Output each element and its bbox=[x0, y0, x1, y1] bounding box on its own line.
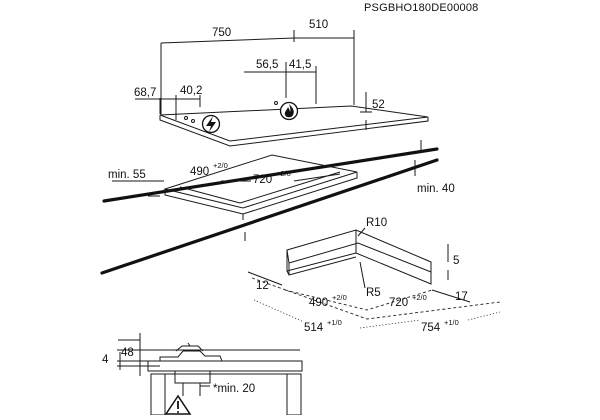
dim-cutout-490: 490 bbox=[190, 166, 209, 178]
dim-12: 12 bbox=[256, 280, 269, 292]
worktop-section bbox=[147, 360, 303, 372]
electric-lightning-icon bbox=[201, 114, 221, 134]
dim-56-5: 56,5 bbox=[256, 59, 278, 71]
dim-cutout-720: 720 bbox=[253, 174, 272, 186]
dim-r10: R10 bbox=[366, 217, 387, 229]
hob-drawing: 750 510 68,7 40,2 56,5 41,5 52 bbox=[134, 19, 429, 147]
tol-seal-490: +2/0 bbox=[332, 293, 347, 302]
dim-510: 510 bbox=[309, 19, 328, 31]
dim-min-55: min. 55 bbox=[108, 169, 146, 181]
dim-seal-514: 514 bbox=[304, 322, 324, 334]
section-view-drawing: 4 48 *min. 20 bbox=[102, 333, 303, 416]
dim-min-40: min. 40 bbox=[417, 183, 455, 195]
worktop-cutout-drawing: min. 55 490 +2/0 720 +2/0 min. 40 bbox=[100, 140, 455, 275]
dim-r5: R5 bbox=[366, 287, 381, 299]
dim-seal-720: 720 bbox=[389, 297, 408, 309]
dim-5: 5 bbox=[453, 255, 459, 267]
dim-52: 52 bbox=[372, 99, 385, 111]
tol-seal-720: +2/0 bbox=[412, 293, 427, 302]
hob-edge bbox=[159, 115, 429, 147]
worktop-edge-front bbox=[102, 147, 439, 203]
tol-cutout-720: +2/0 bbox=[276, 169, 291, 178]
tol-cutout-490: +2/0 bbox=[213, 161, 228, 170]
dim-seal-490: 490 bbox=[309, 297, 328, 309]
warning-triangle-icon bbox=[164, 394, 192, 415]
dim-41-5: 41,5 bbox=[289, 59, 311, 71]
tol-seal-754: +1/0 bbox=[444, 318, 459, 327]
dim-min-20: *min. 20 bbox=[213, 383, 255, 395]
dim-line-750 bbox=[160, 37, 295, 44]
tol-seal-514: +1/0 bbox=[327, 318, 342, 327]
dim-48: 48 bbox=[121, 347, 134, 359]
dim-40-2: 40,2 bbox=[180, 85, 202, 97]
dim-68-7: 68,7 bbox=[134, 87, 156, 99]
dim-4: 4 bbox=[102, 354, 109, 366]
seal-corner-drawing: R10 R5 5 12 17 490 +2/0 720 +2/0 514 +1/… bbox=[247, 217, 501, 334]
doc-code: PSGBHO180DE00008 bbox=[364, 2, 479, 14]
dim-seal-754: 754 bbox=[421, 322, 441, 334]
dim-750: 750 bbox=[212, 27, 231, 39]
worktop-edge-back bbox=[100, 158, 439, 275]
dim-17: 17 bbox=[455, 291, 468, 303]
gas-flame-icon bbox=[279, 101, 299, 121]
